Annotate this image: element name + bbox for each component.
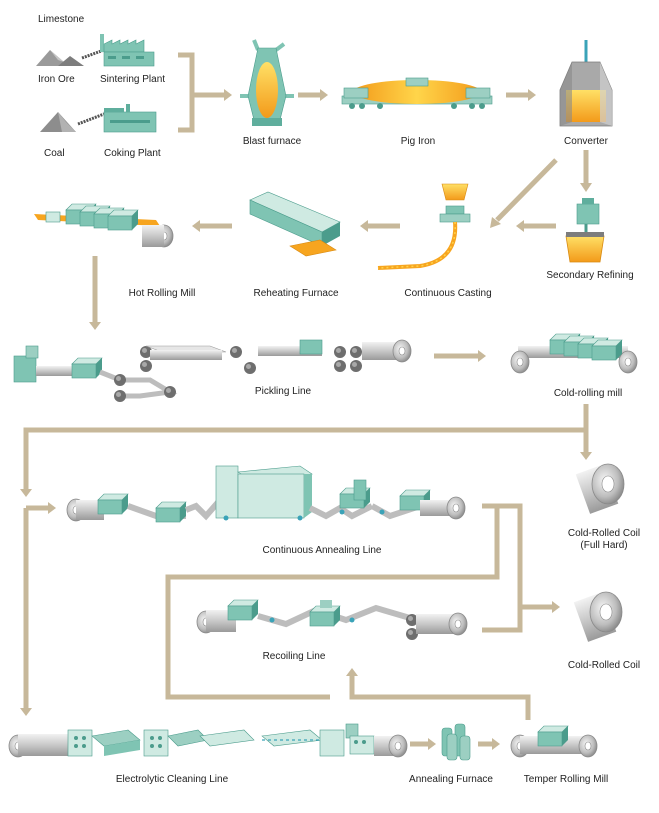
arrow-annealing-out — [482, 503, 523, 633]
arrowhead-cold-coil — [552, 601, 560, 613]
recoiling-line-drawing — [196, 599, 468, 640]
pig-iron-car — [341, 77, 493, 109]
label-recoiling-line: Recoiling Line — [262, 651, 326, 662]
label-limestone: Limestone — [38, 14, 85, 25]
label-continuous-annealing-line: Continuous Annealing Line — [262, 545, 382, 556]
label-coking-plant: Coking Plant — [104, 148, 161, 159]
continuous-annealing-line-drawing — [66, 465, 466, 523]
arrowhead-annealing-top — [20, 489, 32, 497]
sintering-plant — [81, 34, 155, 67]
arrowhead-secondary — [580, 183, 592, 192]
label-iron-ore: Iron Ore — [38, 74, 75, 85]
coal-pile — [40, 112, 76, 132]
arrowhead-casting — [516, 220, 524, 232]
label-continuous-casting: Continuous Casting — [404, 288, 492, 299]
label-hot-rolling-mill: Hot Rolling Mill — [128, 288, 196, 299]
cold-rolling-mill-drawing — [510, 333, 638, 374]
temper-rolling-mill-drawing — [510, 725, 598, 758]
label-cold-rolled-coil-full-hard-line1: Cold-Rolled Coil — [567, 528, 641, 539]
label-blast-furnace: Blast furnace — [242, 136, 302, 147]
arrowhead-reheating — [360, 220, 368, 232]
label-pickling-line: Pickling Line — [254, 386, 312, 397]
flow-arrowheads — [20, 89, 592, 750]
arrow-annealing-to-recoil-box — [165, 506, 500, 700]
label-annealing-furnace: Annealing Furnace — [409, 774, 493, 785]
cold-rolled-coil-drawing — [573, 591, 623, 642]
label-coal: Coal — [44, 148, 65, 159]
arrowhead-pickling — [89, 322, 101, 330]
flow-arrows — [23, 52, 589, 747]
label-temper-rolling-mill: Temper Rolling Mill — [523, 774, 609, 785]
arrow-to-annealing-top — [23, 427, 586, 489]
blast-furnace-drawing — [240, 39, 294, 126]
arrowhead-hot-rolling — [192, 220, 200, 232]
electrolytic-cleaning-line-drawing — [8, 723, 408, 758]
arrow-converter-to-casting — [495, 158, 558, 222]
arrowhead-annealing-furnace — [428, 738, 436, 750]
arrowhead-electrolytic — [20, 708, 32, 716]
arrow-temper-to-recoil — [349, 676, 531, 720]
label-reheating-furnace: Reheating Furnace — [253, 288, 339, 299]
label-cold-rolled-coil: Cold-Rolled Coil — [567, 660, 641, 671]
arrowhead-temper — [492, 738, 500, 750]
label-cold-rolled-coil-full-hard-line2: (Full Hard) — [580, 540, 628, 551]
label-converter: Converter — [564, 136, 608, 147]
pickling-line-drawing — [13, 339, 412, 402]
arrowhead-recoil — [346, 668, 358, 676]
arrowhead-cold-mill — [478, 350, 486, 362]
continuous-casting-drawing — [377, 183, 471, 270]
label-cold-rolling-mill: Cold-rolling mill — [553, 388, 623, 399]
arrowhead-converter — [528, 89, 536, 101]
label-secondary-refining: Secondary Refining — [546, 270, 634, 281]
label-pig-iron: Pig Iron — [400, 136, 436, 147]
hot-rolling-mill-drawing — [34, 203, 174, 248]
arrowhead-casting-diag — [490, 217, 501, 228]
iron-ore-pile — [58, 56, 84, 66]
arrow-raw-materials-bracket — [178, 52, 195, 133]
converter-drawing — [559, 40, 613, 127]
reheating-furnace-drawing — [249, 191, 341, 257]
label-electrolytic-cleaning-line: Electrolytic Cleaning Line — [115, 774, 229, 785]
arrowhead-pig-iron — [320, 89, 328, 101]
cold-rolled-coil-full-hard-drawing — [575, 463, 625, 514]
coking-plant — [77, 104, 157, 133]
label-sintering-plant: Sintering Plant — [100, 74, 166, 85]
secondary-refining-drawing — [565, 198, 605, 263]
annealing-furnace-drawing — [441, 723, 471, 761]
arrowhead-blast-furnace — [224, 89, 232, 101]
arrowhead-cold-coil-full-hard — [580, 452, 592, 460]
arrowhead-annealing-entry — [48, 502, 56, 514]
